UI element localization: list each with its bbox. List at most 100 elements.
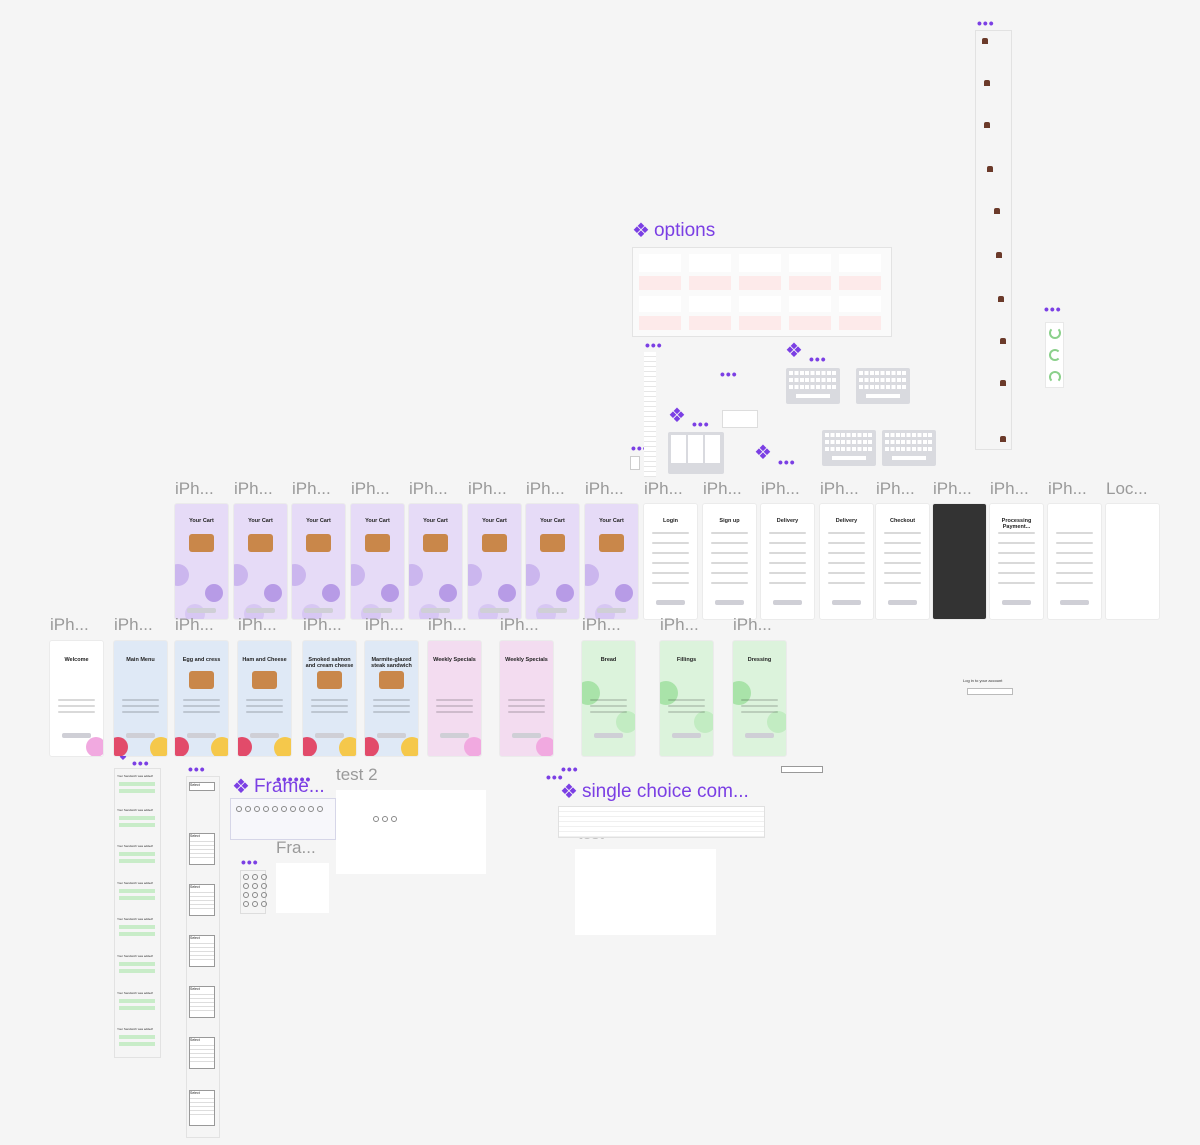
small-box[interactable] <box>630 456 640 470</box>
more-dots[interactable]: ••• <box>241 854 259 870</box>
options-panel[interactable] <box>632 247 892 337</box>
action-button[interactable] <box>377 733 406 738</box>
view-cart-button[interactable] <box>119 962 155 966</box>
iphone-frame[interactable]: Your Cart <box>585 504 638 619</box>
iphone-frame[interactable]: Checkout <box>876 504 929 619</box>
frame-label-iphone[interactable]: iPh... <box>733 615 772 634</box>
frame-label-iphone[interactable]: iPh... <box>933 479 972 498</box>
action-button[interactable] <box>250 733 279 738</box>
flow-column[interactable] <box>975 30 1012 450</box>
iphone-frame[interactable]: Your Cart <box>292 504 345 619</box>
test-frame[interactable] <box>575 849 716 935</box>
frame-label-iphone[interactable]: iPh... <box>234 479 273 498</box>
frame-label-iphone[interactable]: iPh... <box>50 615 89 634</box>
continue-shopping-button[interactable] <box>119 932 155 936</box>
frame-label-iphone[interactable]: iPh... <box>468 479 507 498</box>
frame-label-loc[interactable]: Loc... <box>1106 479 1148 498</box>
keyboard-graphic[interactable] <box>786 368 840 404</box>
login-button[interactable] <box>967 688 1013 695</box>
frame-label-iphone[interactable]: iPh... <box>292 479 331 498</box>
keyboard-component-icon[interactable]: ❖ <box>785 340 803 362</box>
select-dropdown[interactable]: Select <box>189 833 215 865</box>
checkout-button[interactable] <box>363 608 392 613</box>
checkout-button[interactable] <box>480 608 509 613</box>
continue-shopping-button[interactable] <box>119 823 155 827</box>
keyboard-graphic[interactable] <box>822 430 876 466</box>
select-dropdown[interactable]: Select <box>189 1037 215 1069</box>
spinner-strip[interactable] <box>1045 322 1064 388</box>
iphone-frame[interactable] <box>933 504 986 619</box>
location-frame[interactable] <box>1106 504 1159 619</box>
small-input-box[interactable] <box>722 410 758 428</box>
iphone-frame[interactable]: Main Menu <box>114 641 167 756</box>
more-dots[interactable]: ••• <box>132 755 150 771</box>
action-button[interactable] <box>315 733 344 738</box>
view-cart-button[interactable] <box>119 782 155 786</box>
keyboard-graphic[interactable] <box>882 430 936 466</box>
frame-label-iphone[interactable]: iPh... <box>365 615 404 634</box>
continue-shopping-button[interactable] <box>119 969 155 973</box>
more-dots[interactable]: ••• <box>692 416 710 432</box>
frame-component-label[interactable]: ❖Frame... <box>232 776 325 798</box>
select-dropdown[interactable]: Select <box>189 935 215 967</box>
continue-shopping-button[interactable] <box>119 896 155 900</box>
iphone-frame[interactable]: Dressing <box>733 641 786 756</box>
iphone-frame[interactable]: Weekly Specials <box>500 641 553 756</box>
view-cart-button[interactable] <box>119 816 155 820</box>
frame-label-iphone[interactable]: iPh... <box>409 479 448 498</box>
frame-component[interactable] <box>230 798 336 840</box>
continue-shopping-button[interactable] <box>119 789 155 793</box>
more-dots[interactable]: ••• <box>977 15 995 31</box>
select-dropdown[interactable]: Select <box>189 884 215 916</box>
frame-label-iphone[interactable]: iPh... <box>114 615 153 634</box>
checkout-button[interactable] <box>304 608 333 613</box>
action-button[interactable] <box>745 733 774 738</box>
radio-grid[interactable] <box>240 870 267 914</box>
iphone-frame[interactable]: Sign up <box>703 504 756 619</box>
frame-label-iphone[interactable]: iPh... <box>175 615 214 634</box>
frame-label-iphone[interactable]: iPh... <box>761 479 800 498</box>
numeric-keypad[interactable] <box>668 432 724 474</box>
frame-label-iphone[interactable]: iPh... <box>644 479 683 498</box>
checkout-button[interactable] <box>187 608 216 613</box>
iphone-frame[interactable]: Your Cart <box>351 504 404 619</box>
more-dots[interactable]: ••• <box>546 769 564 785</box>
checkout-button[interactable] <box>246 608 275 613</box>
select-dropdown[interactable]: Select <box>189 1090 215 1126</box>
frame-label-iphone[interactable]: iPh... <box>582 615 621 634</box>
frame-label-iphone[interactable]: iPh... <box>526 479 565 498</box>
action-button[interactable] <box>126 733 155 738</box>
iphone-frame[interactable]: Your Cart <box>526 504 579 619</box>
action-button[interactable] <box>672 733 701 738</box>
keyboard-graphic[interactable] <box>856 368 910 404</box>
view-cart-button[interactable] <box>119 925 155 929</box>
more-dots[interactable]: ••• <box>1044 301 1062 317</box>
submit-button[interactable] <box>773 600 802 605</box>
action-button[interactable] <box>62 733 91 738</box>
keypad-component-icon[interactable]: ❖ <box>668 405 686 427</box>
more-dots[interactable]: ••• <box>778 454 796 470</box>
frame-label-iphone[interactable]: iPh... <box>820 479 859 498</box>
iphone-frame[interactable]: Welcome <box>50 641 103 756</box>
iphone-frame[interactable]: Your Cart <box>468 504 521 619</box>
iphone-frame[interactable]: Marmite-glazed steak sandwich <box>365 641 418 756</box>
view-cart-button[interactable] <box>119 852 155 856</box>
single-choice-component-label[interactable]: ❖single choice com... <box>560 781 749 803</box>
select-dropdown[interactable]: Select <box>189 782 215 791</box>
submit-button[interactable] <box>656 600 685 605</box>
iphone-frame[interactable]: Delivery <box>761 504 814 619</box>
iphone-frame[interactable]: Ham and Cheese <box>238 641 291 756</box>
frame-label-test2[interactable]: test 2 <box>336 765 378 784</box>
more-dots[interactable]: ••• <box>561 761 579 777</box>
options-component-label[interactable]: ❖options <box>632 220 716 242</box>
view-cart-button[interactable] <box>119 999 155 1003</box>
checkout-button[interactable] <box>421 608 450 613</box>
action-button[interactable] <box>440 733 469 738</box>
submit-button[interactable] <box>1002 600 1031 605</box>
frame-label-iphone[interactable]: iPh... <box>585 479 624 498</box>
frame-label-iphone[interactable]: iPh... <box>175 479 214 498</box>
frame-label-iphone[interactable]: iPh... <box>428 615 467 634</box>
frame-label-iphone[interactable]: iPh... <box>303 615 342 634</box>
test2-frame[interactable] <box>336 790 486 874</box>
action-button[interactable] <box>512 733 541 738</box>
